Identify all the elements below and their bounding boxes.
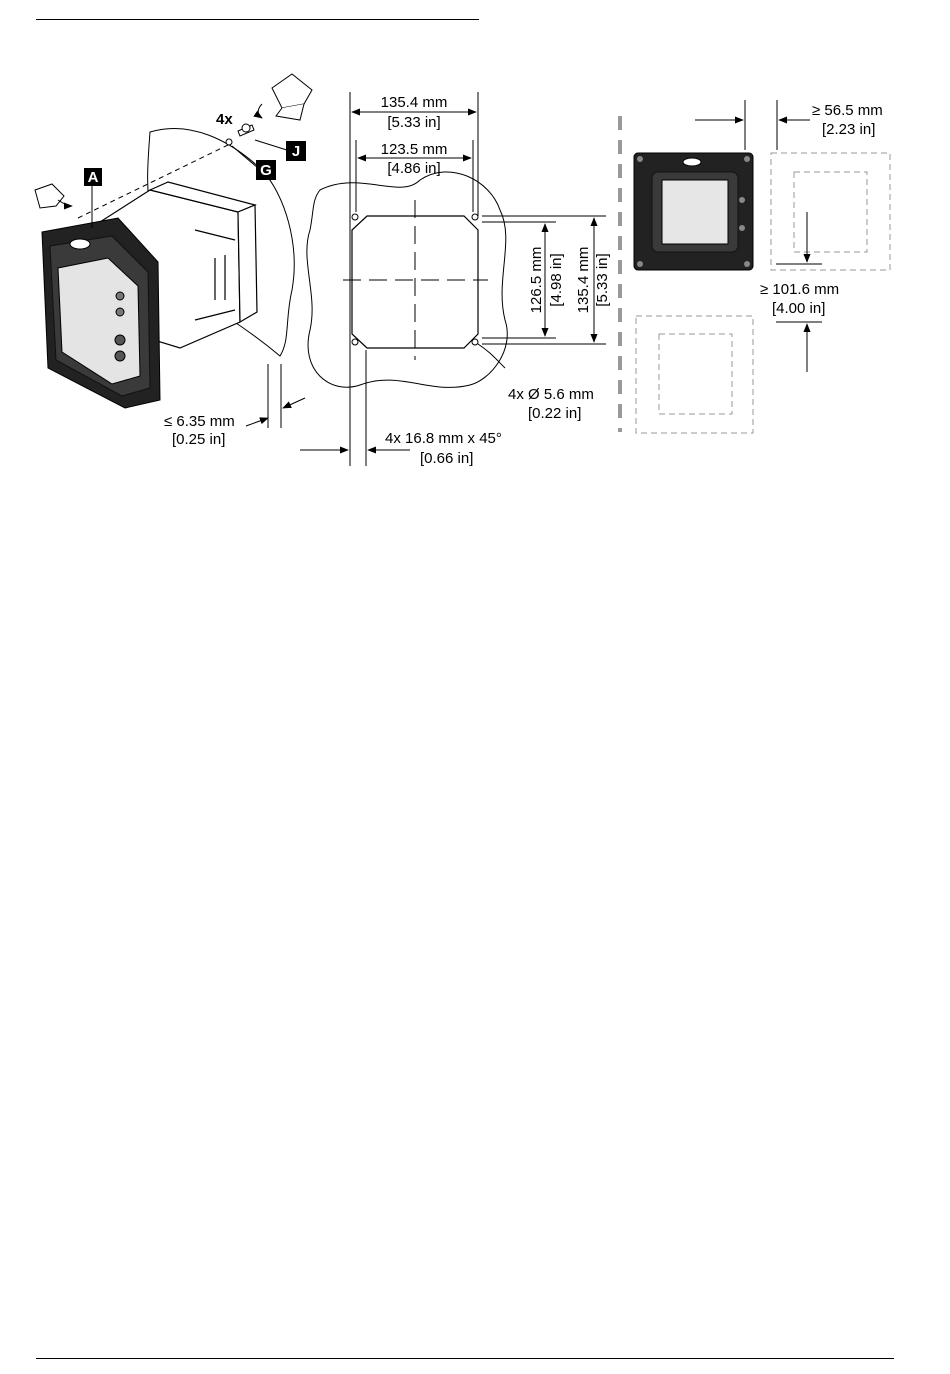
spacing-h-mm: ≥ 56.5 mm	[812, 102, 883, 119]
outer-height-in: [5.33 in]	[594, 253, 611, 306]
outer-width-mm: 135.4 mm	[381, 94, 448, 111]
svg-text:G: G	[260, 162, 272, 179]
quantity-label: 4x	[216, 111, 233, 128]
inner-height-mm: 126.5 mm	[528, 247, 545, 314]
chamfer-in: [0.66 in]	[420, 450, 473, 467]
spacing-h-in: [2.23 in]	[822, 121, 875, 138]
controller-front-view	[634, 153, 753, 270]
installation-view: A G J 4x ≤ 6.35 mm [0.25 in]	[35, 74, 312, 448]
inner-width-mm: 123.5 mm	[381, 141, 448, 158]
outer-width-in: [5.33 in]	[387, 114, 440, 131]
chamfer-mm: 4x 16.8 mm x 45°	[385, 430, 502, 447]
spacing-v-in: [4.00 in]	[772, 300, 825, 317]
inner-width-in: [4.86 in]	[387, 160, 440, 177]
ghost-right	[771, 153, 890, 270]
hole-mm: 4x Ø 5.6 mm	[508, 386, 594, 403]
ghost-below	[636, 316, 753, 433]
svg-text:J: J	[292, 143, 300, 160]
outer-height-mm: 135.4 mm	[575, 247, 592, 314]
thickness-in: [0.25 in]	[172, 431, 225, 448]
label-g: G	[256, 160, 276, 180]
inner-height-in: [4.98 in]	[548, 253, 565, 306]
cutout-drawing: 135.4 mm [5.33 in] 123.5 mm [4.86 in] 12…	[300, 92, 611, 467]
hand-icon	[258, 74, 312, 120]
label-a: A	[84, 168, 102, 186]
controller-front	[42, 218, 160, 408]
hole-icon	[352, 214, 358, 220]
spacing-v-mm: ≥ 101.6 mm	[760, 281, 839, 298]
thickness-mm: ≤ 6.35 mm	[164, 413, 235, 430]
hole-in: [0.22 in]	[528, 405, 581, 422]
svg-text:A: A	[88, 169, 99, 186]
footer-rule	[36, 1358, 894, 1359]
hand-icon-small	[35, 184, 72, 208]
spacing-diagram: ≥ 56.5 mm [2.23 in] ≥ 101.6 mm [4.00 in]	[620, 100, 890, 433]
